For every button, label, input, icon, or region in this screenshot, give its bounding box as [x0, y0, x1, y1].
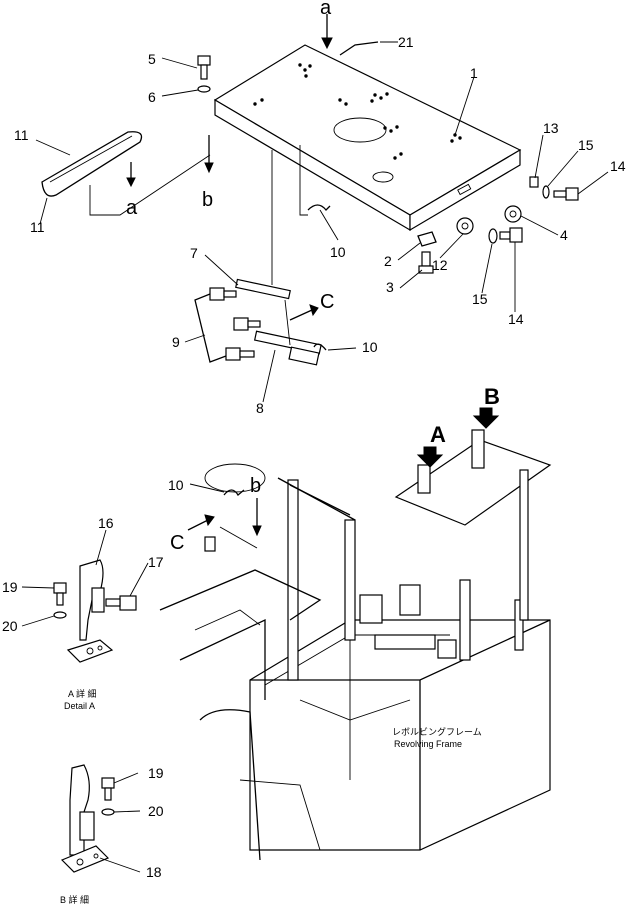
callout-13: 13 [543, 120, 559, 136]
rod-21 [339, 41, 379, 56]
hood-cover [213, 44, 522, 232]
detail-b-latch [60, 764, 115, 873]
arrow-view-a [416, 446, 444, 468]
knob-12 [456, 217, 474, 235]
callout-6: 6 [148, 89, 156, 105]
callout-11-lower: 11 [30, 219, 45, 235]
callout-21: 21 [398, 34, 414, 50]
callout-17: 17 [148, 554, 164, 570]
detail-a-caption-jp: A 詳 細 [68, 688, 97, 699]
callout-20-b: 20 [148, 803, 164, 819]
arrow-b-top [204, 135, 214, 174]
letter-b-top: b [202, 189, 213, 211]
callout-15-upper: 15 [578, 137, 594, 153]
washer-15-lower [488, 228, 498, 244]
callout-14-lower: 14 [508, 311, 524, 327]
washer-15-upper [542, 185, 550, 199]
letter-c-top: C [320, 291, 334, 313]
frame-label-en: Revolving Frame [394, 739, 462, 749]
detail-a-caption-en: Detail A [64, 701, 95, 711]
callout-5: 5 [148, 51, 156, 67]
callout-18: 18 [146, 864, 162, 880]
detail-b-caption-jp: B 詳 細 [60, 894, 89, 905]
view-marker-b: B [484, 384, 500, 409]
letter-b-lower: b [250, 475, 261, 497]
arrow-a-top [321, 14, 333, 50]
callout-10-upper: 10 [330, 244, 346, 260]
arrow-view-b [472, 407, 500, 429]
hinge-7 [235, 278, 291, 300]
pin-10-lower [223, 489, 245, 496]
bracket-line-9 [194, 293, 227, 363]
pin-10-mid [313, 343, 327, 351]
callout-19-b: 19 [148, 765, 164, 781]
callout-3: 3 [386, 279, 394, 295]
arrow-c-top [289, 304, 319, 321]
callout-15-lower: 15 [472, 291, 488, 307]
callout-9: 9 [172, 334, 180, 350]
bolt-14-upper [553, 187, 579, 201]
bolt-5 [197, 55, 211, 80]
leader-lines-top [89, 145, 308, 346]
callout-19-a: 19 [2, 579, 18, 595]
letter-a-handle: a [126, 197, 138, 219]
callout-1: 1 [470, 65, 478, 81]
letter-a-top: a [320, 0, 332, 19]
arrow-a-handle [126, 162, 136, 188]
callout-labels: 5 6 21 1 13 15 14 4 15 14 12 2 3 11 11 1… [2, 0, 626, 905]
handle-11 [41, 131, 143, 197]
callout-7: 7 [190, 245, 198, 261]
callout-4: 4 [560, 227, 568, 243]
washer-6 [197, 85, 211, 93]
hinge-8 [253, 330, 322, 366]
callout-14-upper: 14 [610, 158, 626, 174]
arrow-b-lower [219, 498, 262, 549]
letter-c-lower: C [170, 532, 184, 554]
nut-4 [504, 205, 522, 223]
callout-20-a: 20 [2, 618, 18, 634]
callout-8: 8 [256, 400, 264, 416]
callout-leaders [21, 41, 609, 873]
callout-11-upper: 11 [14, 127, 29, 143]
callout-10-lower: 10 [168, 477, 184, 493]
callout-10-mid: 10 [362, 339, 378, 355]
revolving-frame [159, 463, 551, 861]
arrow-c-lower [187, 514, 215, 531]
bolt-9 [209, 287, 261, 361]
detail-a-latch [53, 559, 137, 663]
bolt-14-lower [499, 227, 523, 243]
mount-plate [394, 429, 552, 526]
callout-2: 2 [384, 253, 392, 269]
frame-label-jp: レボルビングフレーム [392, 726, 482, 737]
callout-16: 16 [98, 515, 114, 531]
clip-13 [529, 176, 539, 188]
bracket-2 [417, 231, 437, 247]
view-marker-a: A [430, 422, 446, 447]
callout-12: 12 [432, 257, 448, 273]
pin-10-upper [307, 204, 331, 211]
bolt-3 [418, 251, 434, 274]
